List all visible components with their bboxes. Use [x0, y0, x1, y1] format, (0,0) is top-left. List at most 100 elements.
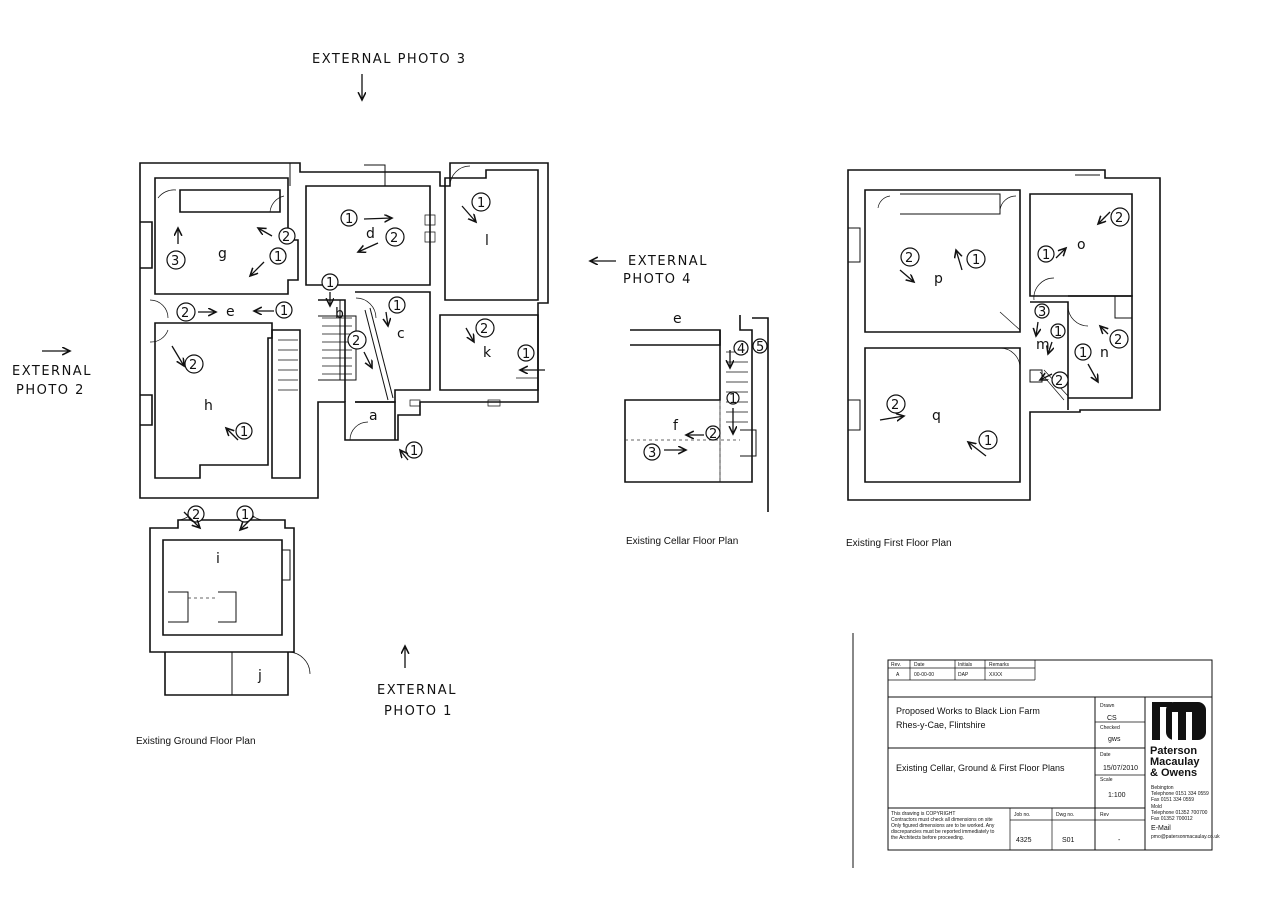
- room-label-n: n: [1100, 345, 1109, 361]
- svg-text:pmo@patersonmacaulay.co.uk: pmo@patersonmacaulay.co.uk: [1151, 834, 1220, 840]
- svg-text:Telephone 0151 334 0559: Telephone 0151 334 0559: [1151, 791, 1209, 797]
- copyright-note: This drawing is COPYRIGHT Contractors mu…: [891, 811, 995, 841]
- svg-text:discrepancies must be reported: discrepancies must be reported immediate…: [891, 829, 995, 835]
- svg-text:1: 1: [345, 212, 353, 227]
- svg-text:2: 2: [390, 231, 398, 246]
- svg-text:Telephone 01352 700700: Telephone 01352 700700: [1151, 810, 1208, 816]
- svg-text:2: 2: [181, 306, 189, 321]
- svg-text:5: 5: [756, 340, 764, 355]
- room-label-g: g: [218, 246, 227, 262]
- svg-text:1:100: 1:100: [1108, 792, 1126, 799]
- svg-text:2: 2: [189, 358, 197, 373]
- caption-first-floor: Existing First Floor Plan: [846, 538, 952, 549]
- svg-text:gws: gws: [1108, 736, 1121, 743]
- photo-markers-ground: 3 2 1 1 2 1 2 1 1 1 2 2 1 2 1 1 2 1: [166, 192, 545, 530]
- svg-text:2: 2: [352, 334, 360, 349]
- svg-text:1: 1: [274, 250, 282, 265]
- svg-text:1: 1: [972, 253, 980, 268]
- svg-text:00-00-00: 00-00-00: [914, 672, 934, 678]
- svg-text:Bebington: Bebington: [1151, 785, 1174, 791]
- svg-text:2: 2: [480, 322, 488, 337]
- svg-text:PHOTO 1: PHOTO 1: [384, 704, 453, 719]
- svg-text:Remarks: Remarks: [989, 662, 1010, 668]
- svg-text:2: 2: [192, 508, 200, 523]
- svg-text:2: 2: [1115, 211, 1123, 226]
- svg-text:1: 1: [477, 196, 485, 211]
- svg-text:Initials: Initials: [958, 662, 973, 668]
- svg-text:-: -: [1118, 837, 1121, 844]
- svg-text:PHOTO 2: PHOTO 2: [16, 383, 85, 398]
- project-location: Rhes-y-Cae, Flintshire: [896, 720, 986, 730]
- svg-text:3: 3: [648, 446, 656, 461]
- svg-text:1: 1: [326, 276, 334, 291]
- svg-text:2: 2: [1055, 374, 1063, 389]
- caption-ground-floor: Existing Ground Floor Plan: [136, 736, 256, 747]
- photo-markers-cellar: 4 5 1 2 3: [643, 338, 768, 461]
- office-details: Bebington Telephone 0151 334 0559 Fax 01…: [1151, 785, 1220, 840]
- room-label-d: d: [366, 226, 375, 242]
- svg-text:1: 1: [240, 425, 248, 440]
- svg-text:This drawing is COPYRIGHT: This drawing is COPYRIGHT: [891, 811, 955, 817]
- svg-text:1: 1: [393, 299, 401, 314]
- svg-text:2: 2: [891, 398, 899, 413]
- svg-text:EXTERNAL: EXTERNAL: [12, 364, 92, 379]
- room-label-e-cellar: e: [673, 311, 682, 327]
- room-label-k: k: [483, 345, 492, 361]
- svg-text:Rev.: Rev.: [891, 662, 901, 668]
- svg-text:& Owens: & Owens: [1150, 767, 1197, 779]
- svg-text:Fax 01352 700012: Fax 01352 700012: [1151, 816, 1193, 822]
- svg-text:EXTERNAL: EXTERNAL: [377, 683, 457, 698]
- svg-text:E-Mail: E-Mail: [1151, 825, 1171, 832]
- svg-text:XXXX: XXXX: [989, 672, 1003, 678]
- svg-text:2: 2: [905, 251, 913, 266]
- svg-text:Date: Date: [914, 662, 925, 668]
- room-label-q: q: [932, 408, 941, 424]
- ground-floor-plan: [139, 162, 549, 696]
- svg-text:15/07/2010: 15/07/2010: [1103, 765, 1138, 772]
- svg-text:PHOTO 4: PHOTO 4: [623, 272, 692, 287]
- svg-text:EXTERNAL: EXTERNAL: [628, 254, 708, 269]
- svg-text:2: 2: [1114, 333, 1122, 348]
- svg-text:EXTERNAL PHOTO 3: EXTERNAL PHOTO 3: [312, 52, 467, 67]
- room-label-c: c: [397, 326, 405, 342]
- svg-text:Mold: Mold: [1151, 804, 1162, 810]
- caption-cellar: Existing Cellar Floor Plan: [626, 536, 738, 547]
- svg-text:1: 1: [1054, 325, 1062, 340]
- svg-text:Fax 0151 334 0559: Fax 0151 334 0559: [1151, 797, 1194, 803]
- room-label-e: e: [226, 304, 235, 320]
- svg-text:S01: S01: [1062, 837, 1075, 844]
- external-photo-1: EXTERNAL PHOTO 1: [377, 646, 457, 719]
- company-logo: Paterson Macaulay & Owens: [1150, 702, 1206, 779]
- room-label-o: o: [1077, 237, 1086, 253]
- svg-text:Job no.: Job no.: [1014, 812, 1030, 818]
- room-label-j: j: [257, 668, 262, 684]
- revision-table: Rev. Date Initials Remarks A 00-00-00 DA…: [888, 660, 1036, 681]
- photo-markers-first: 2 1 2 1 3 1 2 1 2 2 1: [879, 207, 1130, 457]
- svg-text:1: 1: [984, 434, 992, 449]
- svg-text:4: 4: [737, 342, 745, 357]
- svg-text:Macaulay: Macaulay: [1150, 756, 1200, 768]
- svg-text:A: A: [896, 672, 900, 678]
- room-label-f: f: [673, 418, 679, 434]
- svg-text:DAP: DAP: [958, 672, 969, 678]
- first-floor-plan: [847, 169, 1161, 501]
- svg-text:Dwg no.: Dwg no.: [1056, 812, 1074, 818]
- svg-text:1: 1: [522, 347, 530, 362]
- svg-text:Checked: Checked: [1100, 725, 1120, 731]
- room-label-a: a: [369, 408, 378, 424]
- external-photo-4: EXTERNAL PHOTO 4: [590, 254, 708, 287]
- svg-text:1: 1: [241, 508, 249, 523]
- svg-text:1: 1: [1042, 248, 1050, 263]
- room-label-b: b: [335, 306, 344, 322]
- svg-text:Contractors must check all dim: Contractors must check all dimensions on…: [891, 817, 993, 823]
- svg-text:1: 1: [729, 392, 737, 407]
- svg-text:the Architects before proceedi: the Architects before proceeding.: [891, 835, 964, 841]
- svg-text:Rev: Rev: [1100, 812, 1109, 818]
- svg-text:2: 2: [282, 230, 290, 245]
- svg-text:Scale: Scale: [1100, 777, 1113, 783]
- svg-text:Only figured dimensions are to: Only figured dimensions are to be worked…: [891, 823, 995, 829]
- svg-text:CS: CS: [1107, 715, 1117, 722]
- room-label-p: p: [934, 271, 943, 287]
- svg-text:Drawn: Drawn: [1100, 703, 1115, 709]
